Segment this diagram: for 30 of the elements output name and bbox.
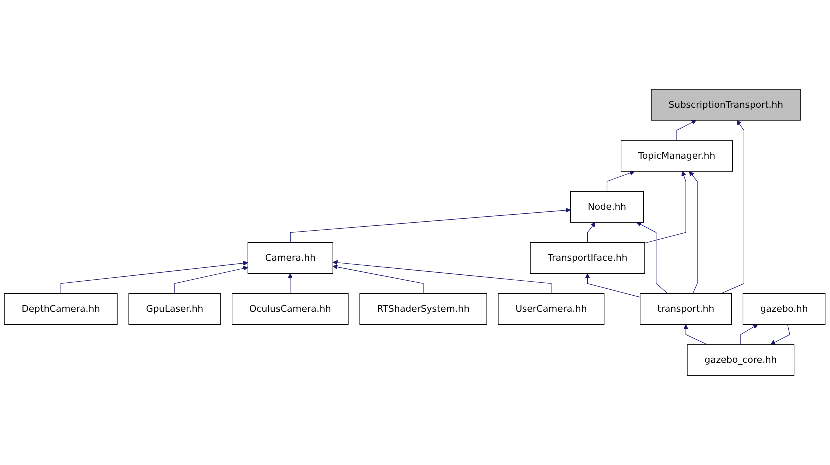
- arrow: [60, 260, 248, 294]
- arrow: [288, 273, 293, 294]
- arrow: [676, 120, 697, 141]
- node-box: RTShaderSystem.hh: [360, 293, 488, 325]
- node-box: SubscriptionTransport.hh: [651, 89, 801, 121]
- arrow: [606, 170, 635, 192]
- arrow: [740, 324, 758, 345]
- arrow: [585, 273, 641, 298]
- arrow: [587, 222, 596, 243]
- arrow: [644, 171, 686, 244]
- node-box: Camera.hh: [248, 242, 334, 274]
- node-box: TopicManager.hh: [621, 140, 733, 172]
- arrow: [174, 266, 248, 294]
- node-box: gazebo.hh: [742, 293, 826, 325]
- node-box: Node.hh: [570, 191, 644, 223]
- arrow: [290, 208, 572, 243]
- arrow: [332, 260, 552, 294]
- node-box: OculusCamera.hh: [232, 293, 349, 325]
- node-box: TransportIface.hh: [530, 242, 646, 274]
- arrow: [636, 222, 668, 294]
- node-box: transport.hh: [640, 293, 732, 325]
- arrow: [770, 324, 790, 345]
- arrow: [332, 264, 424, 294]
- node-box: UserCamera.hh: [498, 293, 605, 325]
- arrow: [689, 171, 698, 294]
- node-box: DepthCamera.hh: [4, 293, 118, 325]
- node-box: GpuLaser.hh: [128, 293, 222, 325]
- node-box: gazebo_core.hh: [687, 344, 795, 376]
- arrow: [684, 324, 708, 345]
- arrow: [721, 120, 744, 294]
